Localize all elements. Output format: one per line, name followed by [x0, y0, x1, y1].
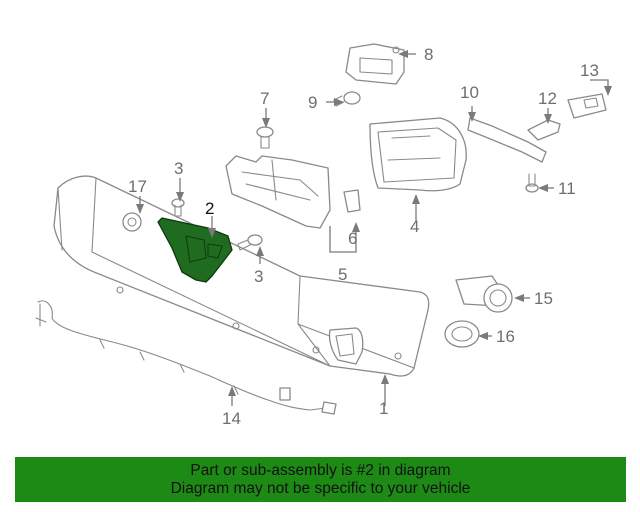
- callout-leader-lines: [136, 50, 612, 406]
- callout-4: 4: [410, 217, 419, 236]
- callout-8: 8: [424, 45, 433, 64]
- bolt-part-11[interactable]: [525, 173, 539, 193]
- callout-1: 1: [379, 399, 388, 418]
- callout-2: 2: [205, 199, 214, 218]
- callout-9: 9: [308, 93, 317, 112]
- wiring-harness-part-14[interactable]: [35, 300, 337, 415]
- bumper-pad-part-17[interactable]: [122, 212, 142, 232]
- fog-lamp-housing-part-4[interactable]: [369, 117, 467, 192]
- callout-6: 6: [348, 229, 357, 248]
- bolt-part-9[interactable]: [333, 91, 361, 107]
- banner-line-1: Part or sub-assembly is #2 in diagram: [190, 461, 451, 479]
- callout-11: 11: [558, 179, 576, 198]
- info-banner: Part or sub-assembly is #2 in diagram Di…: [15, 457, 626, 502]
- callout-14: 14: [222, 409, 241, 428]
- bracket-part-8[interactable]: [345, 43, 405, 85]
- sensor-part-15[interactable]: [455, 275, 513, 313]
- bracket-part-13[interactable]: [567, 93, 607, 119]
- bumper-face-bar-part-1[interactable]: [53, 175, 430, 377]
- plate-part-12[interactable]: [527, 119, 561, 141]
- callout-17: 17: [128, 177, 147, 196]
- callout-5: 5: [338, 265, 347, 284]
- banner-line-2: Diagram may not be specific to your vehi…: [170, 479, 471, 497]
- callout-16: 16: [496, 327, 515, 346]
- bolt-part-3-lower[interactable]: [237, 234, 263, 251]
- mounting-bracket-part-5[interactable]: [225, 155, 331, 229]
- callout-13: 13: [580, 61, 599, 80]
- callout-12: 12: [538, 89, 557, 108]
- bolt-part-7[interactable]: [256, 126, 274, 149]
- bolt-part-3-upper[interactable]: [171, 198, 185, 217]
- callout-3-upper: 3: [174, 159, 183, 178]
- support-bar-part-10[interactable]: [467, 117, 547, 163]
- grommet-part-16[interactable]: [444, 320, 480, 348]
- callout-10: 10: [460, 83, 479, 102]
- parts-diagram: 1 2 3 3 4 5 6 7 8 9 10 11 12 13 14 15 16…: [35, 43, 612, 428]
- clip-part-6[interactable]: [343, 189, 361, 213]
- callout-3-lower: 3: [254, 267, 263, 286]
- callout-7: 7: [260, 89, 269, 108]
- callout-15: 15: [534, 289, 553, 308]
